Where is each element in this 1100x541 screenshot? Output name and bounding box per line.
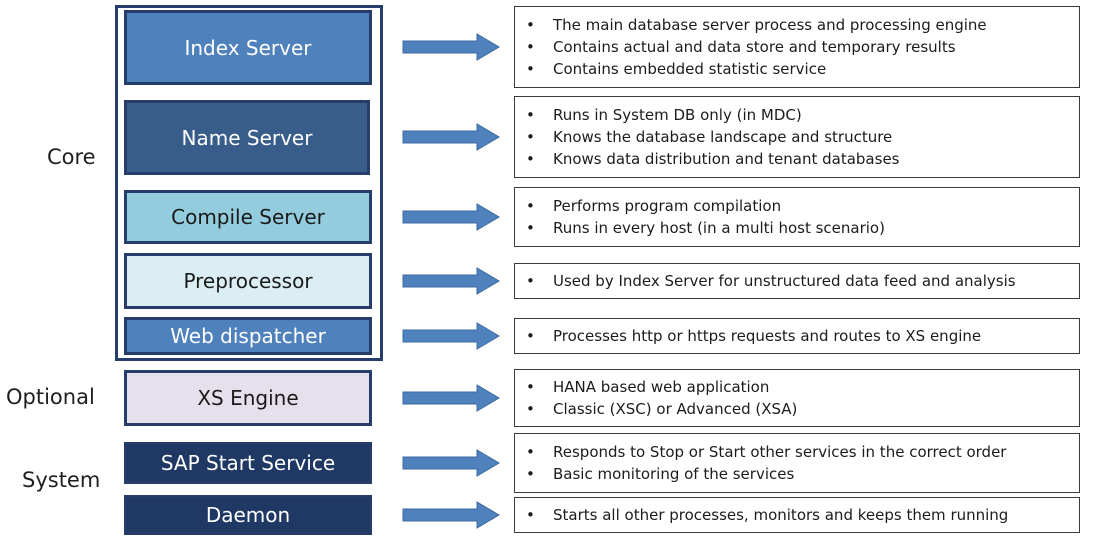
description-bullet: Contains embedded statistic service	[526, 58, 987, 80]
description-list: HANA based web applicationClassic (XSC) …	[515, 376, 797, 420]
component-label: Name Server	[181, 125, 313, 150]
component-description: HANA based web applicationClassic (XSC) …	[514, 369, 1080, 427]
component-description: Processes http or https requests and rou…	[514, 318, 1080, 354]
component-box: SAP Start Service	[124, 442, 372, 484]
component-description: Starts all other processes, monitors and…	[514, 497, 1080, 533]
description-list: The main database server process and pro…	[515, 14, 987, 80]
component-label: Web dispatcher	[170, 324, 326, 348]
right-arrow-icon	[402, 33, 500, 61]
component-box: Compile Server	[124, 190, 372, 244]
component-label: XS Engine	[197, 386, 299, 410]
right-arrow-icon	[402, 322, 500, 350]
description-bullet: HANA based web application	[526, 376, 797, 398]
description-bullet: Processes http or https requests and rou…	[526, 325, 981, 347]
description-list: Responds to Stop or Start other services…	[515, 441, 1007, 485]
component-box: Index Server	[124, 10, 372, 85]
description-bullet: Starts all other processes, monitors and…	[526, 504, 1008, 526]
right-arrow-icon	[402, 449, 500, 477]
component-box: XS Engine	[124, 370, 372, 426]
description-bullet: Performs program compilation	[526, 195, 885, 217]
right-arrow-icon	[402, 501, 500, 529]
component-box: Daemon	[124, 495, 372, 535]
description-bullet: Responds to Stop or Start other services…	[526, 441, 1007, 463]
right-arrow-icon	[402, 123, 500, 151]
description-bullet: Runs in System DB only (in MDC)	[526, 104, 900, 126]
description-bullet: Knows the database landscape and structu…	[526, 126, 900, 148]
right-arrow-icon	[402, 267, 500, 295]
description-list: Used by Index Server for unstructured da…	[515, 270, 1016, 292]
component-description: The main database server process and pro…	[514, 6, 1080, 88]
description-bullet: Used by Index Server for unstructured da…	[526, 270, 1016, 292]
component-box: Name Server	[124, 100, 370, 175]
component-description: Performs program compilationRuns in ever…	[514, 187, 1080, 247]
group-label-system: System	[22, 468, 101, 492]
group-label-optional: Optional	[6, 385, 95, 409]
description-list: Processes http or https requests and rou…	[515, 325, 981, 347]
description-bullet: Knows data distribution and tenant datab…	[526, 148, 899, 170]
description-bullet: Basic monitoring of the services	[526, 463, 1006, 485]
right-arrow-icon	[402, 203, 500, 231]
component-label: SAP Start Service	[160, 451, 336, 475]
component-description: Responds to Stop or Start other services…	[514, 433, 1080, 493]
description-list: Starts all other processes, monitors and…	[515, 504, 1008, 526]
component-label: Compile Server	[171, 205, 325, 229]
description-bullet: Classic (XSC) or Advanced (XSA)	[526, 398, 797, 420]
component-box: Web dispatcher	[124, 317, 372, 355]
description-list: Performs program compilationRuns in ever…	[515, 195, 885, 239]
description-bullet: The main database server process and pro…	[526, 14, 987, 36]
component-box: Preprocessor	[124, 253, 372, 309]
right-arrow-icon	[402, 384, 500, 412]
group-label-core: Core	[47, 145, 96, 169]
component-description: Used by Index Server for unstructured da…	[514, 263, 1080, 299]
component-description: Runs in System DB only (in MDC)Knows the…	[514, 96, 1080, 178]
component-label: Daemon	[205, 503, 291, 527]
description-bullet: Contains actual and data store and tempo…	[526, 36, 987, 58]
component-label: Preprocessor	[183, 269, 313, 293]
description-list: Runs in System DB only (in MDC)Knows the…	[515, 104, 900, 170]
component-label: Index Server	[184, 35, 312, 60]
description-bullet: Runs in every host (in a multi host scen…	[526, 217, 885, 239]
